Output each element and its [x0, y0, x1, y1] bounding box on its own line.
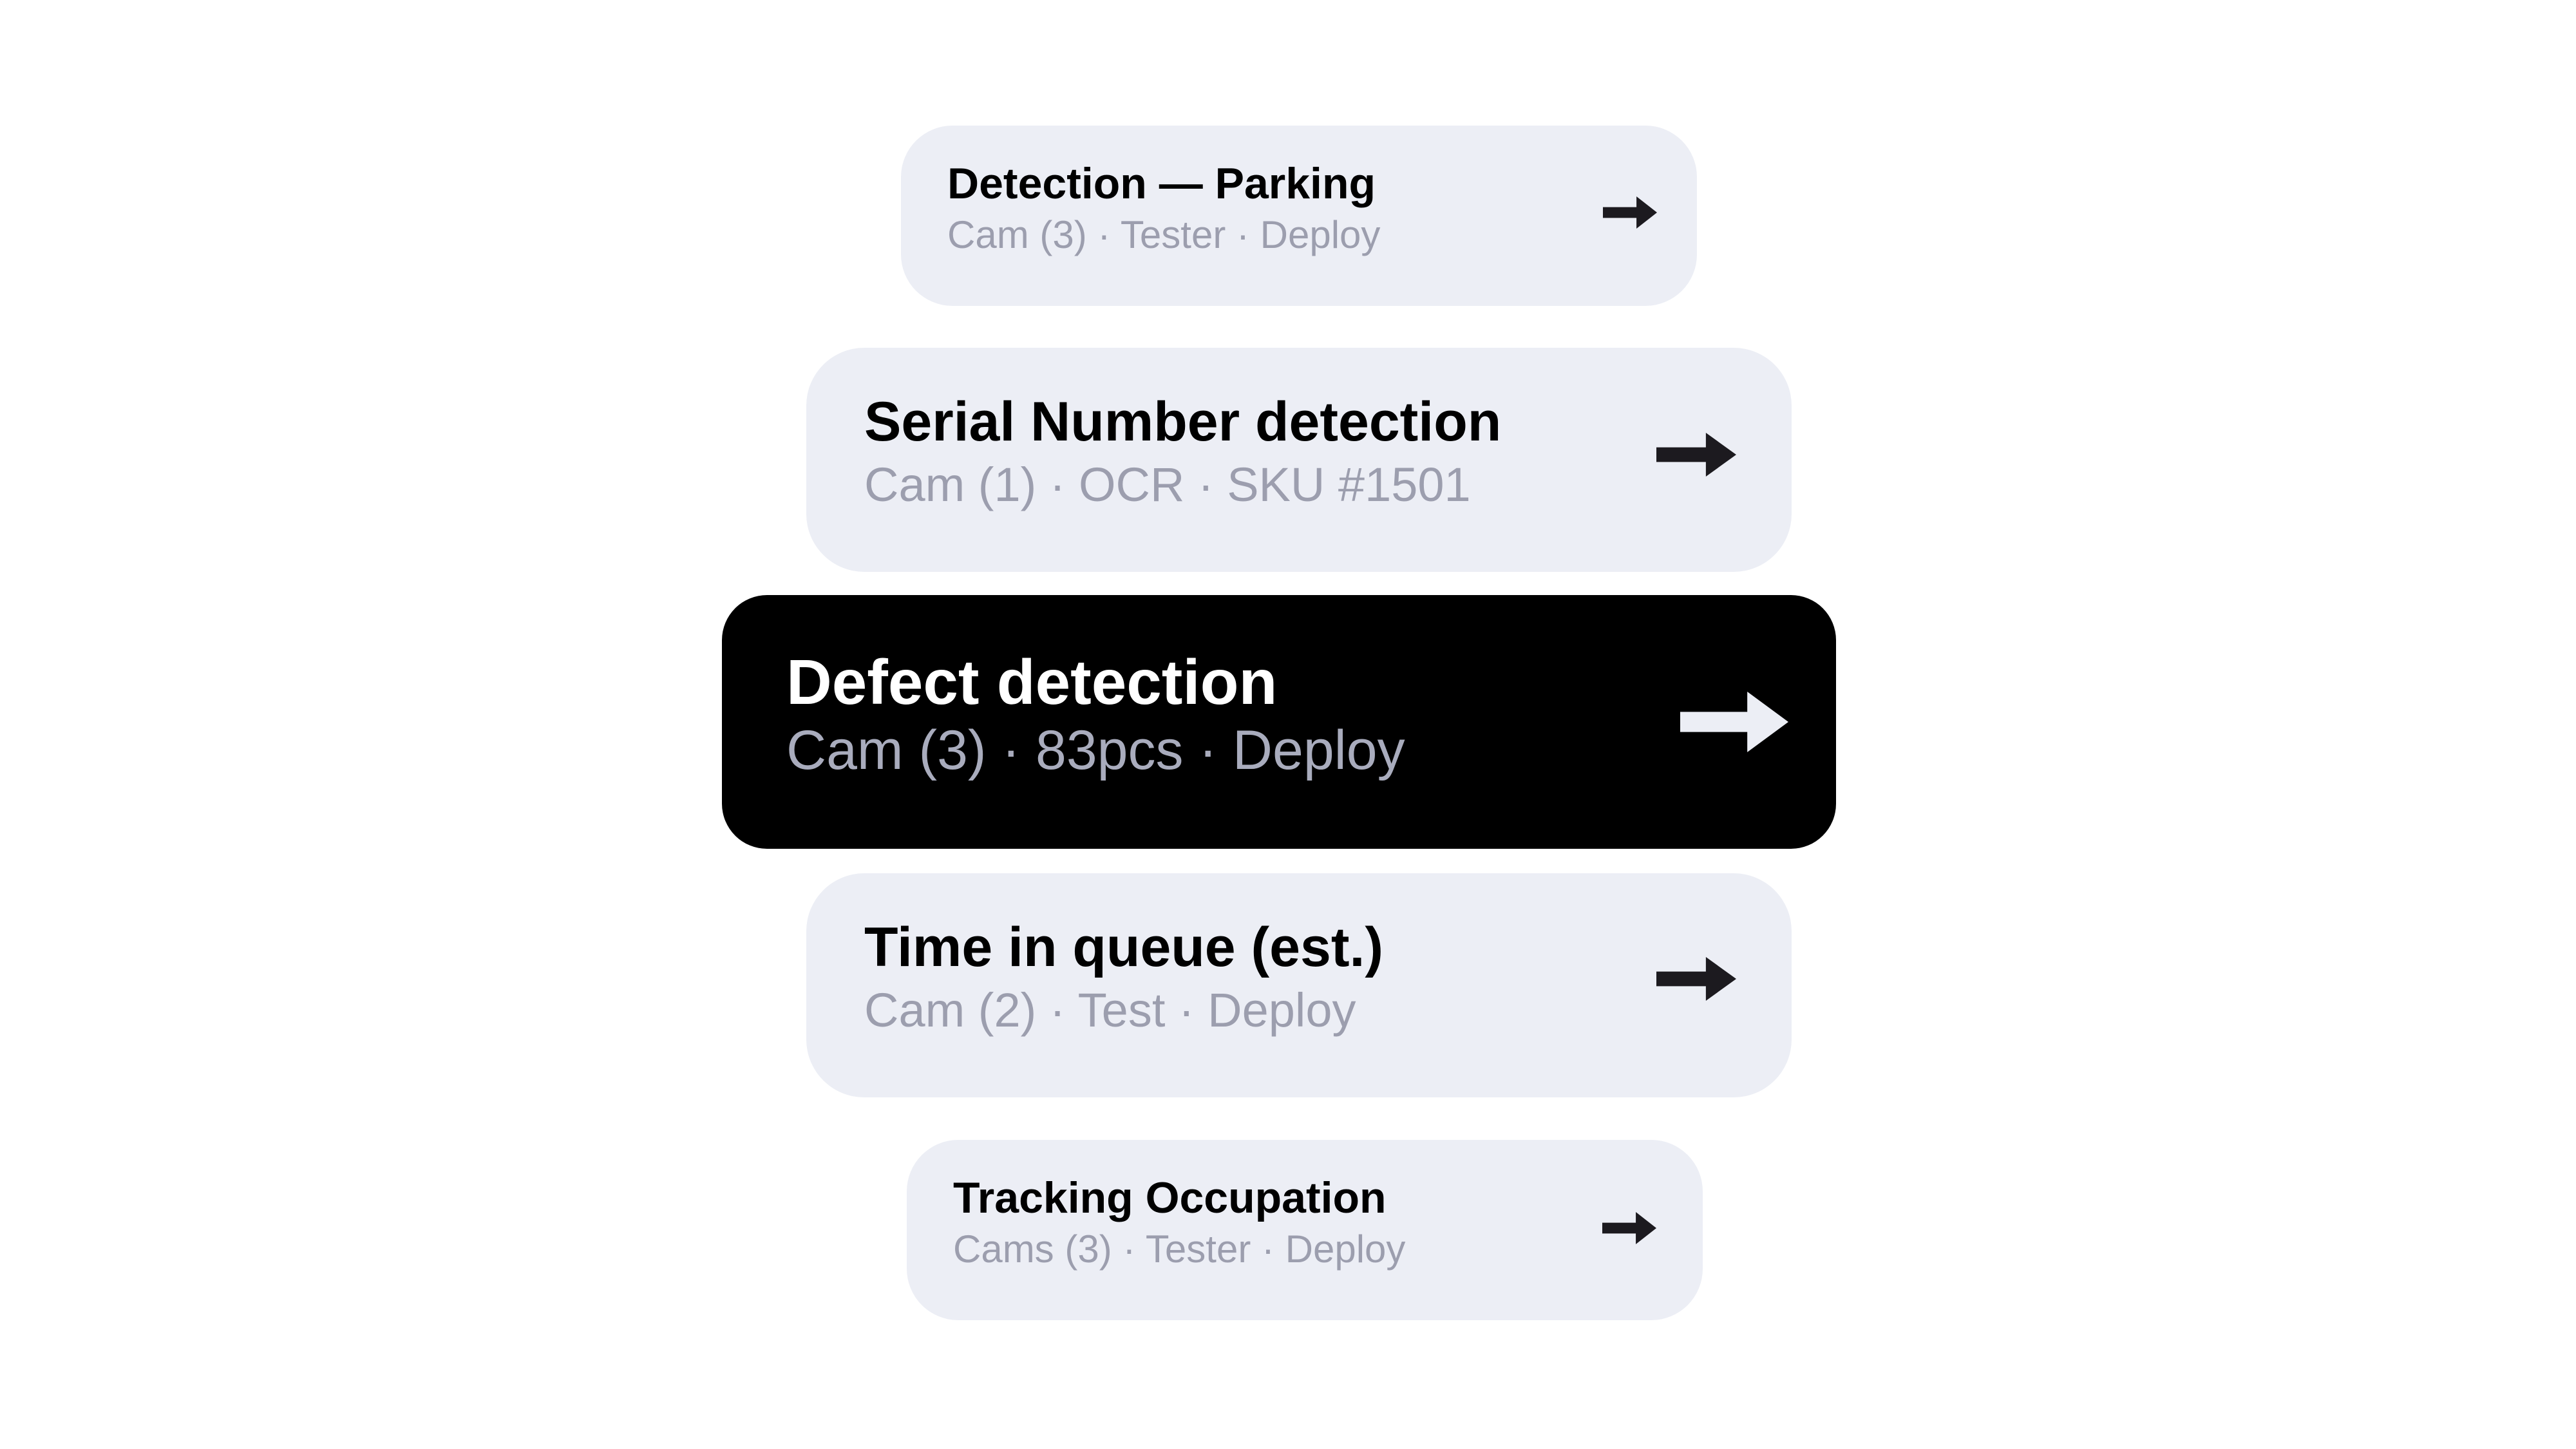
arrow-right-icon[interactable] [1680, 692, 1788, 752]
pipeline-card-tracking-occupation[interactable]: Tracking Occupation Cams (3) · Tester · … [907, 1140, 1703, 1320]
arrow-right-icon[interactable] [1656, 433, 1736, 477]
pipeline-card-detection-parking[interactable]: Detection — Parking Cam (3) · Tester · D… [901, 126, 1697, 306]
card-title: Detection — Parking [947, 159, 1376, 208]
arrow-right-icon[interactable] [1602, 1212, 1656, 1244]
card-title: Serial Number detection [864, 391, 1502, 453]
card-title: Tracking Occupation [953, 1173, 1387, 1222]
card-subtitle: Cams (3) · Tester · Deploy [953, 1227, 1406, 1271]
pipeline-card-defect-detection[interactable]: Defect detection Cam (3) · 83pcs · Deplo… [722, 595, 1836, 849]
card-subtitle: Cam (1) · OCR · SKU #1501 [864, 458, 1471, 511]
pipeline-card-time-in-queue[interactable]: Time in queue (est.) Cam (2) · Test · De… [806, 873, 1792, 1097]
arrow-right-icon[interactable] [1603, 196, 1657, 229]
arrow-right-icon[interactable] [1656, 957, 1736, 1001]
card-title: Defect detection [786, 647, 1278, 717]
card-title: Time in queue (est.) [864, 916, 1383, 978]
card-subtitle: Cam (2) · Test · Deploy [864, 983, 1356, 1037]
card-subtitle: Cam (3) · Tester · Deploy [947, 213, 1381, 256]
card-subtitle: Cam (3) · 83pcs · Deploy [786, 719, 1405, 781]
pipeline-card-serial-number-detection[interactable]: Serial Number detection Cam (1) · OCR · … [806, 348, 1792, 572]
